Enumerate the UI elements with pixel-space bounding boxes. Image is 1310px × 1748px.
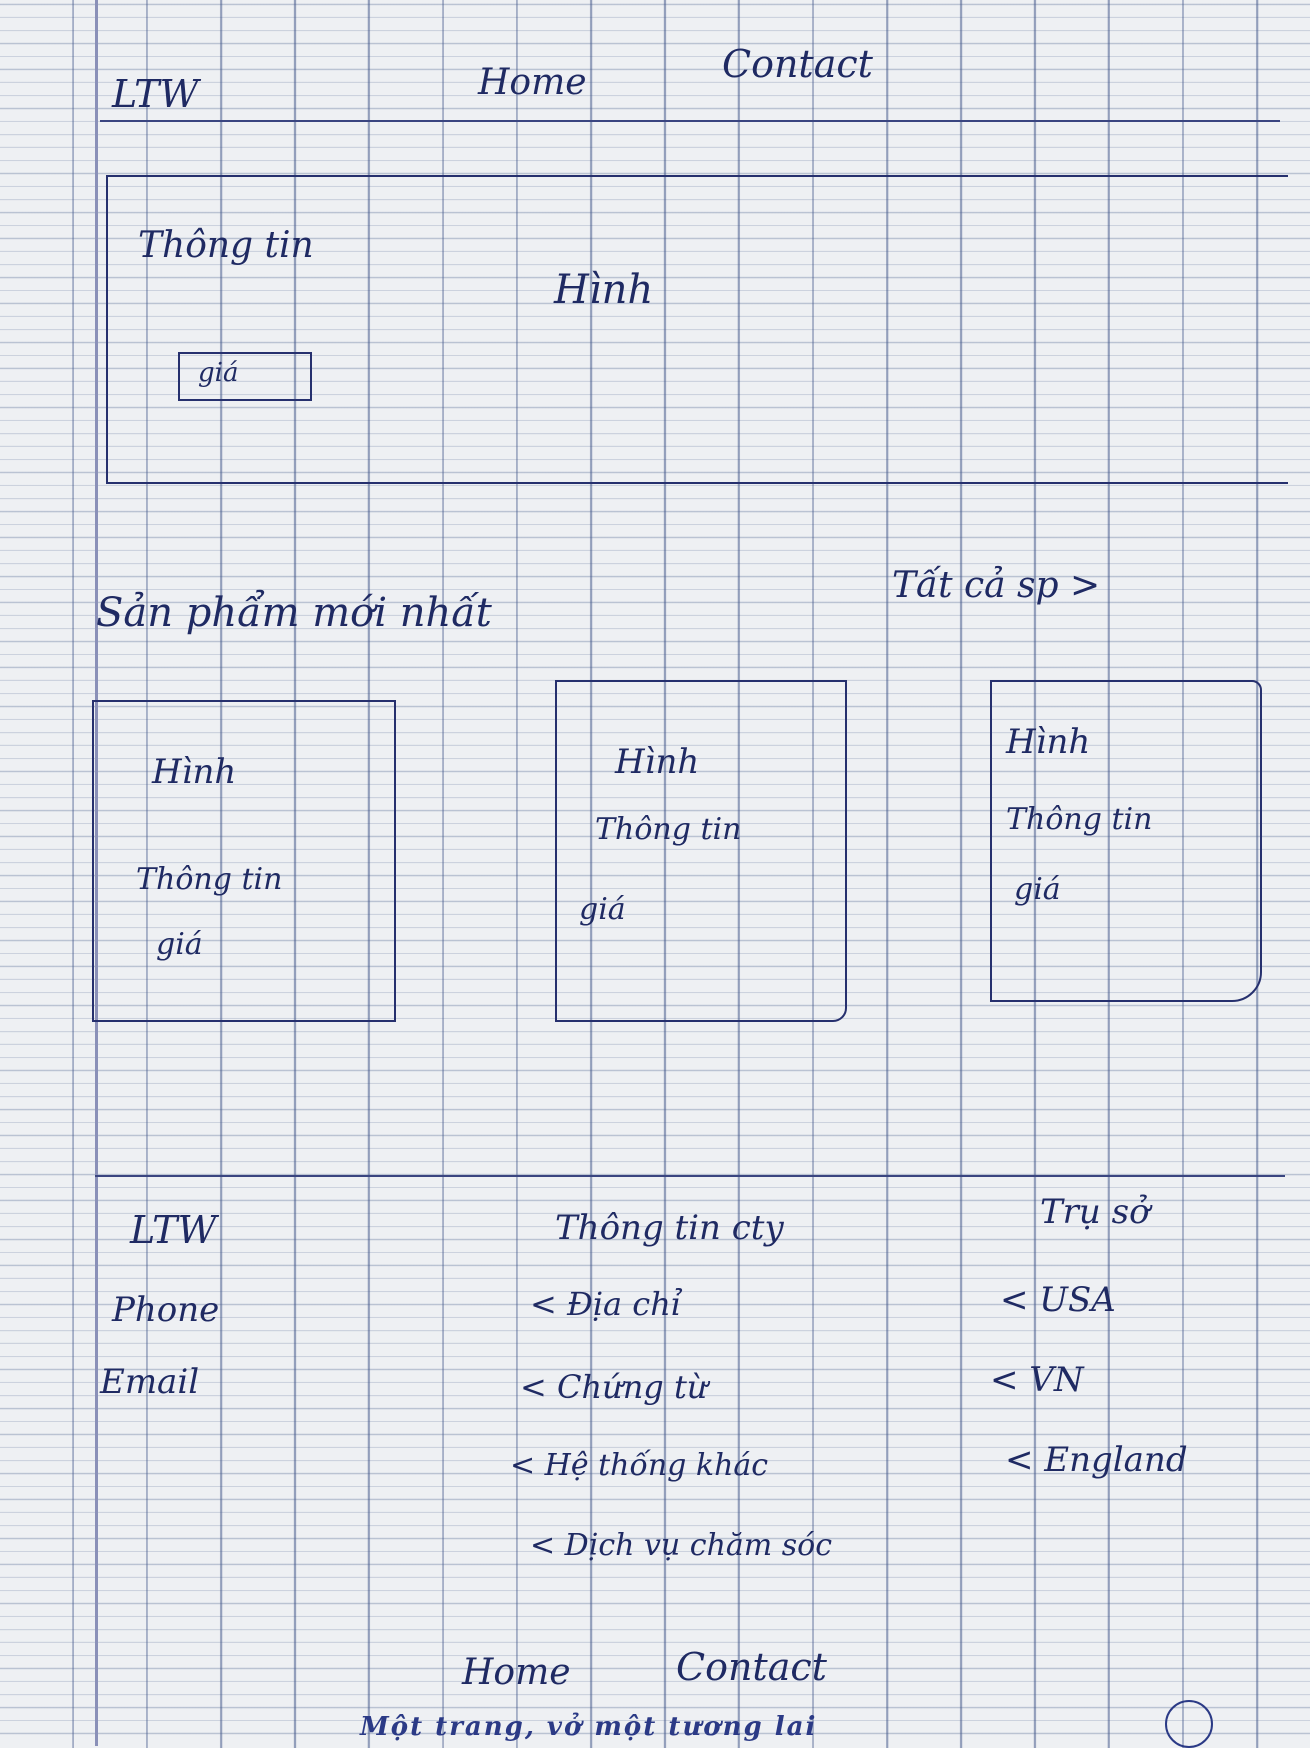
header-divider [100, 120, 1280, 122]
footer-link-usa[interactable]: < USA [1000, 1280, 1116, 1320]
product-image: Hình [1006, 722, 1091, 762]
nav-contact[interactable]: Contact [722, 42, 873, 86]
footer-link-england[interactable]: < England [1005, 1440, 1188, 1480]
footer-phone: Phone [112, 1290, 220, 1330]
product-image: Hình [152, 752, 237, 792]
see-all-products-link[interactable]: Tất cả sp > [892, 565, 1101, 606]
product-price: giá [156, 927, 203, 962]
notebook-logo-icon [1165, 1700, 1213, 1748]
footer-link-vn[interactable]: < VN [990, 1360, 1084, 1400]
headquarters-title: Trụ sở [1040, 1192, 1150, 1232]
product-image: Hình [615, 742, 700, 782]
product-card-3[interactable]: Hình Thông tin giá [990, 680, 1262, 1002]
footer-link-documents[interactable]: < Chứng từ [520, 1368, 708, 1406]
product-info: Thông tin [595, 812, 742, 847]
footer-link-other-systems[interactable]: < Hệ thống khác [510, 1448, 769, 1483]
footer-email: Email [100, 1362, 200, 1402]
logo[interactable]: LTW [112, 72, 199, 116]
hero-price-label: giá [198, 358, 239, 388]
footer-link-care-service[interactable]: < Dịch vụ chăm sóc [530, 1528, 833, 1563]
product-info: Thông tin [1006, 802, 1153, 837]
company-info-title: Thông tin cty [555, 1208, 784, 1248]
footer-nav-contact[interactable]: Contact [676, 1645, 827, 1689]
product-price: giá [1014, 872, 1061, 907]
hero-price-button[interactable]: giá [178, 352, 312, 401]
hero-info: Thông tin [138, 225, 314, 266]
footer-logo[interactable]: LTW [130, 1208, 217, 1252]
notebook-margin-line [95, 0, 98, 1746]
nav-home[interactable]: Home [478, 62, 587, 103]
hero-banner: Thông tin giá Hình [106, 175, 1288, 484]
hero-image: Hình [554, 267, 654, 313]
footer-nav-home[interactable]: Home [462, 1652, 571, 1693]
footer-divider [95, 1175, 1285, 1177]
products-title: Sản phẩm mới nhất [96, 590, 492, 636]
notebook-footer-text: Một trang, vở một tương lai [360, 1712, 818, 1742]
product-card-1[interactable]: Hình Thông tin giá [92, 700, 396, 1022]
product-info: Thông tin [136, 862, 283, 897]
product-price: giá [579, 892, 626, 927]
product-card-2[interactable]: Hình Thông tin giá [555, 680, 847, 1022]
footer-link-address[interactable]: < Địa chỉ [530, 1285, 682, 1323]
